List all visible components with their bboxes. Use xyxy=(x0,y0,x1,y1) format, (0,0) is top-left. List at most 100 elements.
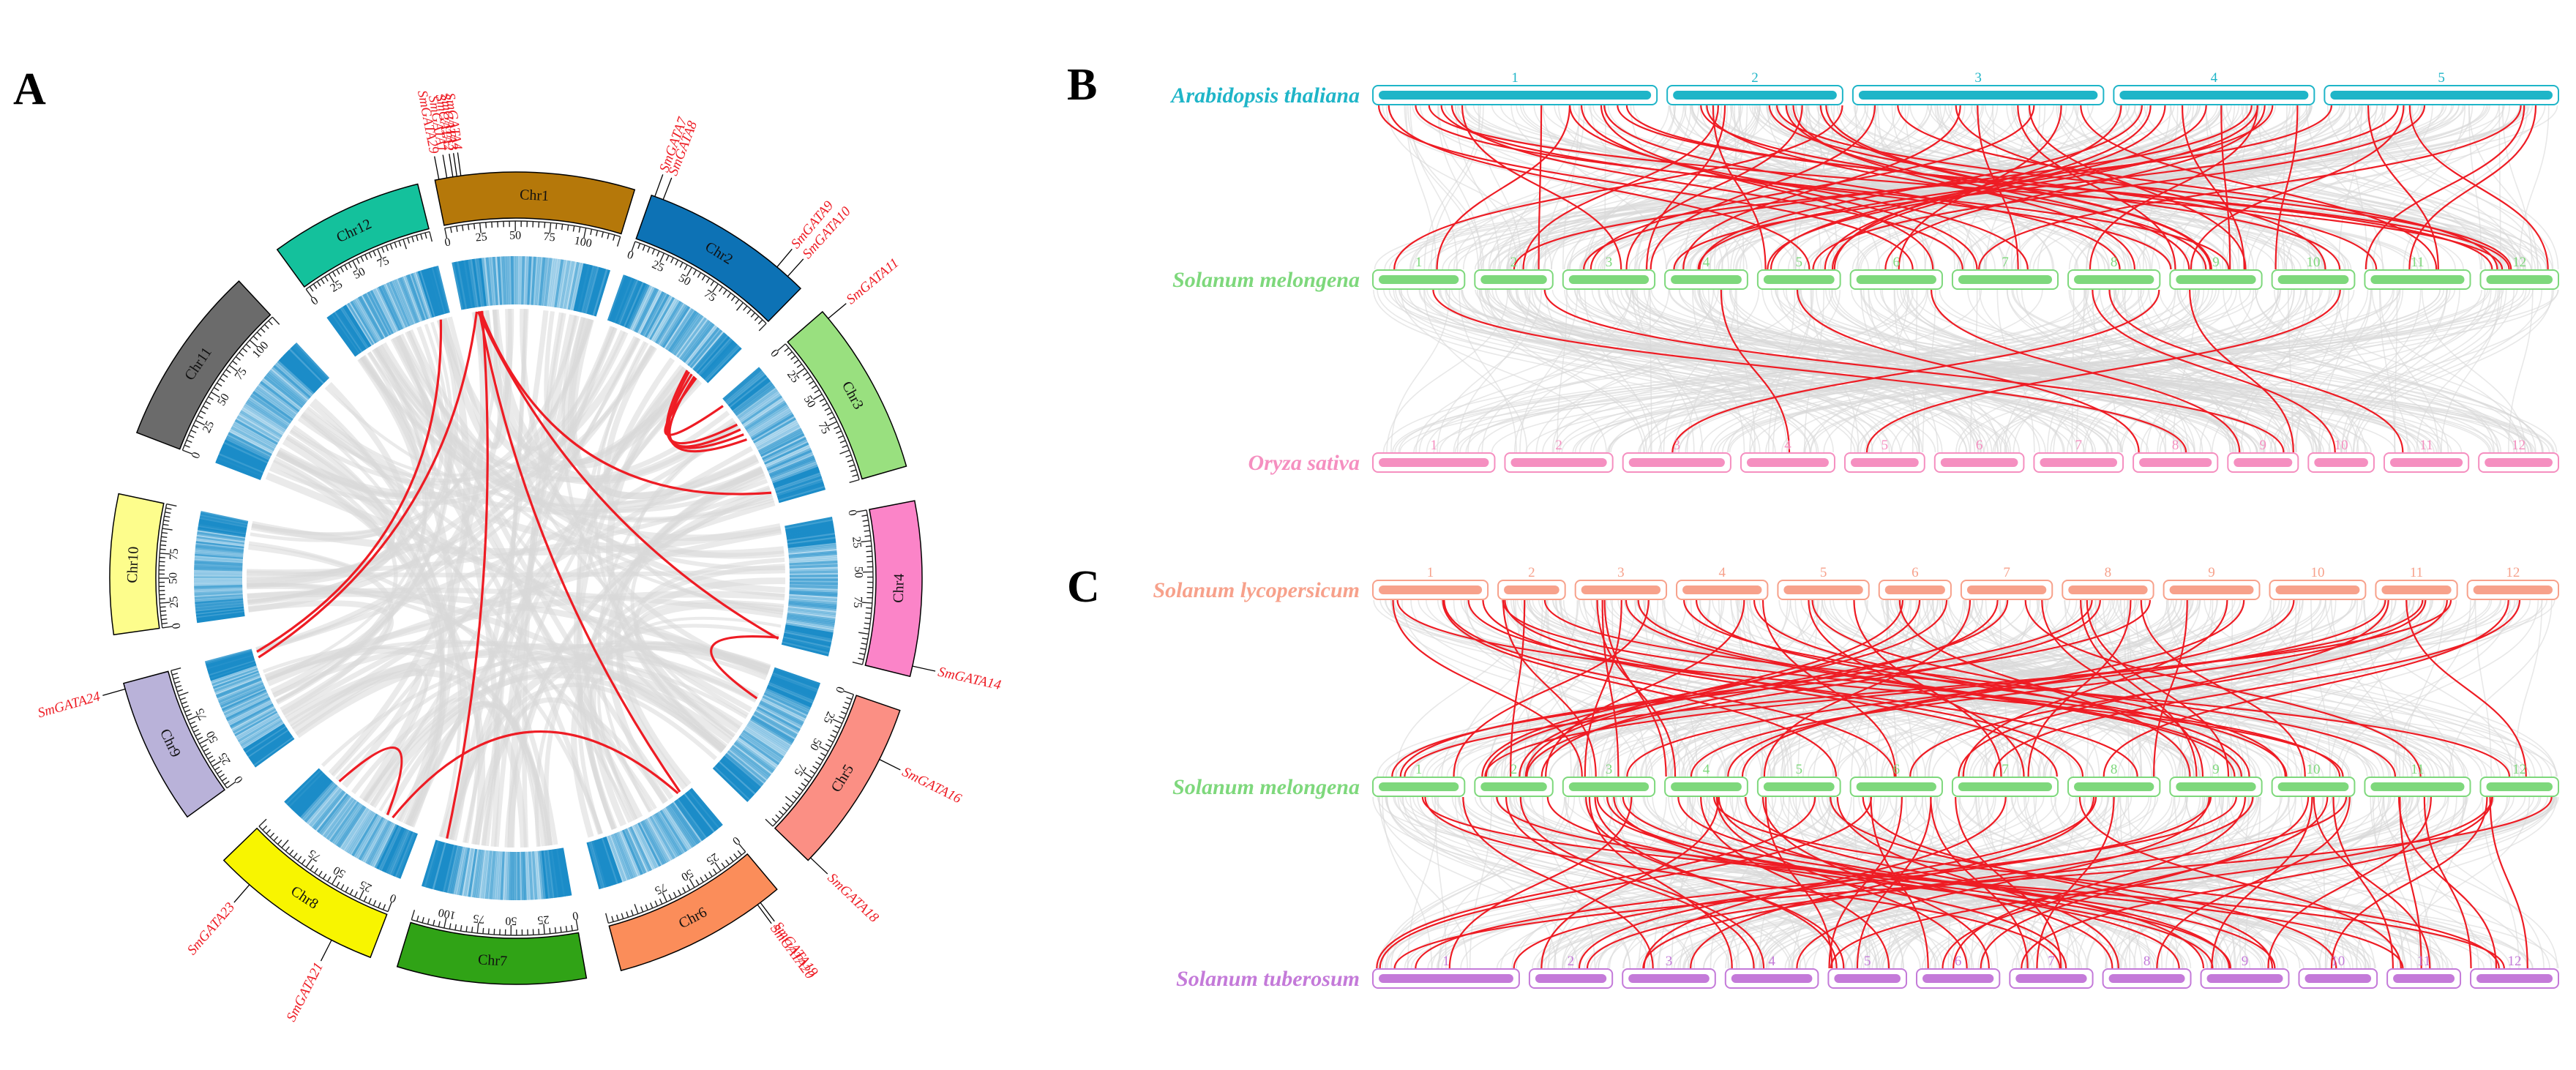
tick-axis xyxy=(861,509,874,665)
density-bin xyxy=(237,716,281,742)
density-bin xyxy=(290,346,326,384)
gray-link xyxy=(1708,105,2500,270)
tick-mark xyxy=(225,369,231,374)
density-bin xyxy=(736,738,777,768)
density-bin xyxy=(241,721,284,748)
tick-mark xyxy=(305,858,312,868)
density-bin xyxy=(225,695,270,719)
density-bin xyxy=(228,430,273,454)
gray-link xyxy=(1894,289,1982,453)
tick-mark xyxy=(850,469,857,472)
density-bin xyxy=(655,301,682,344)
circos-gray-link xyxy=(248,544,394,716)
red-link xyxy=(1625,599,2236,777)
density-bin xyxy=(540,257,548,306)
density-bin xyxy=(367,291,392,336)
tick-label: 50 xyxy=(679,867,695,883)
red-link xyxy=(2092,289,2336,453)
tick-label: 0 xyxy=(572,909,580,922)
density-bin xyxy=(370,822,394,867)
density-bin xyxy=(774,472,821,490)
gray-link xyxy=(1735,289,1756,453)
density-bin xyxy=(284,352,321,389)
gray-link xyxy=(2012,599,2326,777)
tick-mark xyxy=(310,864,315,871)
density-bin xyxy=(376,287,400,332)
gray-link xyxy=(1777,289,2002,453)
tick-mark xyxy=(221,777,228,782)
gray-link xyxy=(2117,599,2476,777)
gray-link xyxy=(1865,599,2373,777)
density-bin xyxy=(218,452,264,474)
density-bin xyxy=(194,588,243,593)
tick-mark xyxy=(368,252,372,258)
density-bin xyxy=(220,446,266,469)
density-bin xyxy=(784,631,832,643)
density-bin xyxy=(253,389,295,419)
gray-link xyxy=(2255,289,2526,453)
gray-link xyxy=(2170,105,2504,270)
tick-mark xyxy=(449,227,452,233)
density-bin xyxy=(588,842,604,889)
density-bin xyxy=(626,827,648,873)
gray-link xyxy=(1783,599,2186,777)
density-bin xyxy=(583,266,597,314)
tick-mark xyxy=(163,520,170,522)
density-bin xyxy=(646,818,672,861)
tick-mark xyxy=(805,376,812,381)
gray-link xyxy=(2353,289,2515,453)
density-bin xyxy=(715,764,752,799)
chromosome-number: 8 xyxy=(2111,762,2118,777)
tick-mark xyxy=(364,254,368,261)
density-bin xyxy=(636,823,659,868)
density-bin xyxy=(788,597,837,603)
gray-link xyxy=(1603,105,1606,270)
tick-axis xyxy=(608,851,746,924)
density-bin xyxy=(284,768,321,804)
gray-link xyxy=(1400,289,1607,453)
gray-link xyxy=(2468,105,2539,270)
gray-link xyxy=(1761,796,2221,969)
tick-label: 75 xyxy=(306,847,323,864)
density-bin xyxy=(513,256,516,305)
tick-mark xyxy=(324,276,329,282)
red-link xyxy=(1596,796,2232,969)
gray-link xyxy=(1379,796,1468,969)
density-bin xyxy=(360,818,386,861)
chromosome-bar xyxy=(1856,782,1936,791)
tick-mark xyxy=(642,244,645,251)
density-bin xyxy=(194,569,243,573)
density-bin xyxy=(295,777,330,815)
density-bin xyxy=(195,609,244,617)
gray-link xyxy=(1891,289,2237,453)
gray-link xyxy=(1437,105,1482,270)
gray-link xyxy=(2205,105,2323,270)
tick-mark xyxy=(203,748,209,752)
tick-mark xyxy=(165,507,172,510)
red-link xyxy=(1543,289,2285,453)
density-bin xyxy=(508,256,512,305)
density-bin xyxy=(194,591,243,596)
density-bin xyxy=(236,714,280,739)
density-bin xyxy=(615,278,635,324)
gray-link xyxy=(2311,796,2412,969)
tick-mark xyxy=(656,250,660,257)
tick-mark xyxy=(222,373,228,378)
density-bin xyxy=(194,565,243,569)
gray-link xyxy=(2354,105,2554,270)
chromosome-bar xyxy=(1568,275,1650,284)
chromosome-block xyxy=(787,310,907,480)
density-bin xyxy=(199,517,247,528)
gray-link xyxy=(1968,599,2233,777)
chromosome-bar xyxy=(1581,585,1661,594)
tick-mark xyxy=(454,924,457,930)
density-bin xyxy=(412,272,430,319)
density-bin xyxy=(414,272,432,319)
gray-link xyxy=(1503,599,1896,777)
density-bin xyxy=(685,792,717,831)
density-bin xyxy=(362,293,387,338)
density-bin xyxy=(714,766,751,801)
tick-mark xyxy=(372,250,376,257)
density-bin xyxy=(282,353,320,389)
red-link xyxy=(1909,599,2448,777)
